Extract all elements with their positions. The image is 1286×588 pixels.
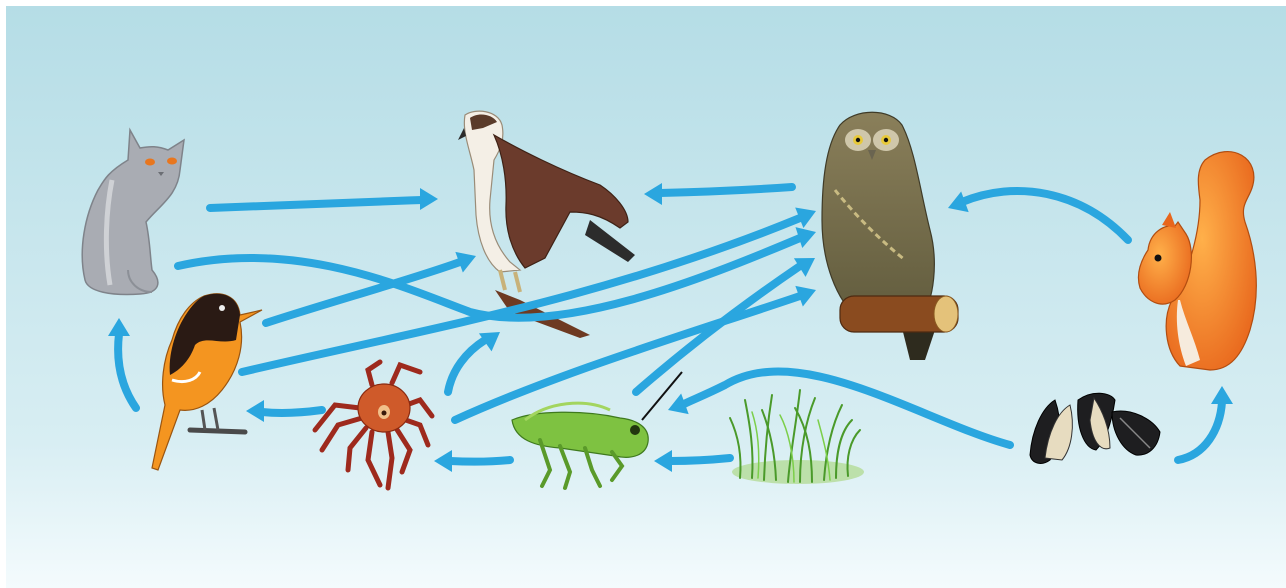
- arrow-shaft: [262, 410, 322, 413]
- arrow-shaft: [450, 460, 510, 462]
- arrow-shaft: [670, 458, 730, 461]
